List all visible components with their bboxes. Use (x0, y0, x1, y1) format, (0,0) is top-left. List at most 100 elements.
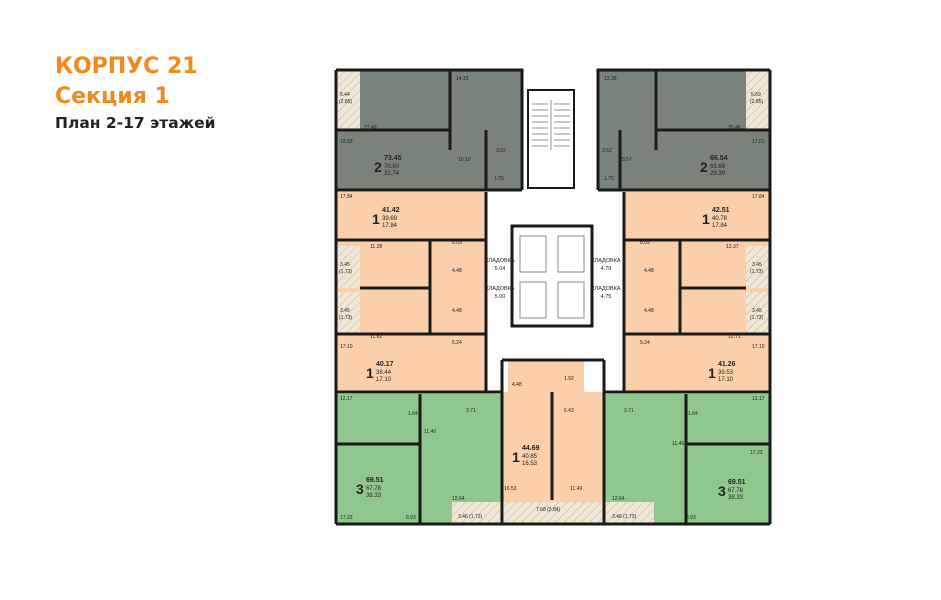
apt-total: 69.51 (728, 479, 746, 486)
storage-label: КЛАДОВКА (591, 258, 621, 264)
apt-kitchen: 17.10 (718, 377, 734, 383)
room-area: 1.75 (494, 176, 504, 182)
room-area: 1.75 (604, 176, 614, 182)
room-area: 1.64 (688, 411, 698, 417)
apt-rooms: 3 (356, 481, 364, 497)
apt-living: 39.53 (718, 370, 734, 376)
apt-living: 40.78 (712, 216, 728, 222)
room-area: 8.57 (622, 157, 632, 163)
storage-area: 5.00 (495, 294, 506, 300)
apt-rooms: 3 (718, 483, 726, 499)
storage-label: КЛАДОВКА (591, 286, 621, 292)
room-area: 3.52 (602, 148, 612, 154)
balcony-bottom-center (504, 502, 604, 524)
room-area: 11.28 (370, 244, 382, 250)
apartment-1-lower-right[interactable] (624, 334, 770, 392)
apt-total: 66.54 (710, 155, 728, 162)
room-area: 5.24 (640, 340, 650, 346)
room-area: 4.48 (644, 268, 654, 274)
room-area: 3.45 (340, 308, 350, 314)
apartment-1-lower-left[interactable] (336, 334, 486, 392)
room-area: 12.17 (340, 396, 353, 402)
storage-area: 4.79 (601, 266, 612, 272)
apt-rooms: 2 (374, 159, 382, 175)
room-area: 5.44 (340, 92, 350, 98)
apt-rooms: 1 (708, 365, 716, 381)
room-area: 11.46 (424, 429, 436, 435)
apt-total: 42.51 (712, 207, 730, 214)
room-area: 1.92 (564, 376, 574, 382)
room-area: (1.73) (339, 315, 352, 321)
apt-kitchen: 32.74 (384, 171, 400, 177)
apt-total: 40.17 (376, 361, 394, 368)
apt-living: 40.85 (522, 454, 538, 460)
room-area: 17.84 (752, 194, 765, 200)
apt-rooms: 1 (702, 211, 710, 227)
apt-total: 41.26 (718, 361, 736, 368)
apt-kitchen: 17.10 (376, 377, 392, 383)
building-title: КОРПУС 21 (55, 54, 198, 79)
room-area: 20.46 (728, 125, 741, 131)
apt-living: 70.60 (384, 164, 400, 170)
room-area: 18.59 (340, 139, 353, 145)
room-area: 1.64 (408, 411, 418, 417)
room-area: 10.10 (458, 157, 471, 163)
room-area: 12.17 (752, 396, 765, 402)
room-area: 4.48 (452, 308, 462, 314)
apt-total: 73.45 (384, 155, 402, 162)
apt-rooms: 1 (366, 365, 374, 381)
room-area: 12.38 (604, 76, 617, 82)
room-area: 22.49 (364, 125, 377, 131)
apt-rooms: 1 (512, 449, 520, 465)
apt-living: 38.44 (376, 370, 392, 376)
room-area: 11.46 (672, 441, 684, 447)
balcony-top-left (336, 70, 360, 130)
apt-total: 69.51 (366, 477, 384, 484)
room-area: 8.93 (686, 515, 696, 521)
apt-rooms: 2 (700, 159, 708, 175)
storage-label: КЛАДОВКА (485, 258, 515, 264)
balcony-top-right (746, 70, 770, 130)
stairs (532, 100, 570, 150)
section-title: Секция 1 (55, 84, 170, 109)
storage-center (508, 360, 584, 392)
apt-kitchen: 38.33 (366, 493, 382, 499)
apt-kitchen: 17.84 (382, 223, 398, 229)
room-area: 16.53 (504, 486, 517, 492)
room-area: 14.15 (456, 76, 469, 82)
room-area: 3.46 (1.73) (458, 514, 483, 520)
storage-area: 5.04 (495, 266, 506, 272)
room-area: 3.71 (624, 408, 634, 414)
room-area: 3.46 (1.73) (612, 514, 637, 520)
apartment-1-upper-left[interactable] (336, 192, 486, 334)
room-area: 17.10 (340, 344, 353, 350)
room-area: (1.73) (750, 269, 763, 275)
loggia-left-2 (336, 292, 360, 334)
apt-total: 41.42 (382, 207, 400, 214)
apt-kitchen: 16.53 (522, 461, 538, 467)
room-area: 3.45 (752, 262, 762, 268)
loggia-right-1 (746, 246, 770, 288)
apt-kitchen: 17.84 (712, 223, 728, 229)
plan-header: КОРПУС 21 Секция 1 План 2-17 этажей (55, 52, 216, 134)
apt-living: 63.69 (710, 164, 726, 170)
storage-label: КЛАДОВКА (485, 286, 515, 292)
storage-area: 4.75 (601, 294, 612, 300)
room-area: (1.73) (750, 315, 763, 321)
room-area: (2.85) (339, 99, 352, 105)
room-area: 17.23 (340, 515, 353, 521)
loggia-right-2 (746, 292, 770, 334)
room-area: 3.45 (752, 308, 762, 314)
room-area: 4.48 (644, 308, 654, 314)
apt-total: 44.69 (522, 445, 540, 452)
room-area: 11.62 (370, 334, 382, 340)
apt-living: 67.78 (366, 486, 382, 492)
apt-living: 39.69 (382, 216, 398, 222)
room-area: 4.48 (512, 382, 522, 388)
room-area: 7.68 (3.84) (536, 507, 561, 513)
apartment-1-upper-right[interactable] (624, 192, 770, 334)
apt-kitchen: 38.33 (728, 495, 744, 501)
apt-living: 67.78 (728, 488, 744, 494)
room-area: 6.43 (564, 408, 574, 414)
